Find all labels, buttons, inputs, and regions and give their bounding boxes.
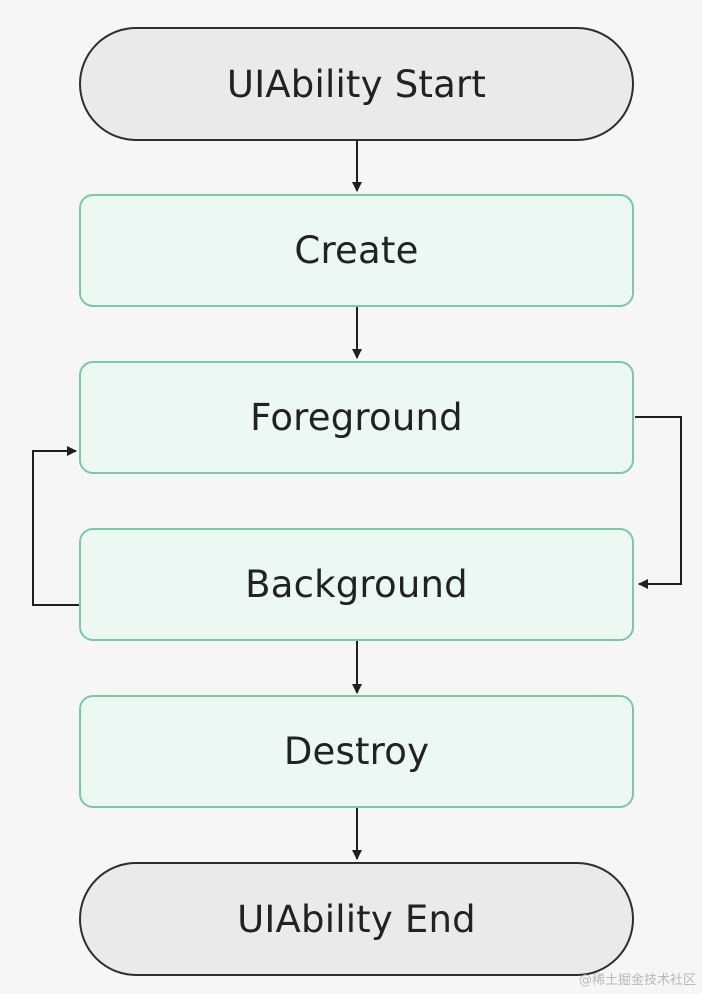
edge-foreground-to-background [635, 416, 682, 589]
watermark-text: @稀土掘金技术社区 [578, 973, 696, 988]
node-background: Background [79, 528, 634, 641]
node-create: Create [79, 194, 634, 307]
node-uiability-end: UIAbility End [79, 862, 634, 976]
node-uiability-start: UIAbility Start [79, 27, 634, 141]
node-destroy: Destroy [79, 695, 634, 808]
node-foreground: Foreground [79, 361, 634, 474]
edge-background-to-foreground [32, 446, 79, 606]
